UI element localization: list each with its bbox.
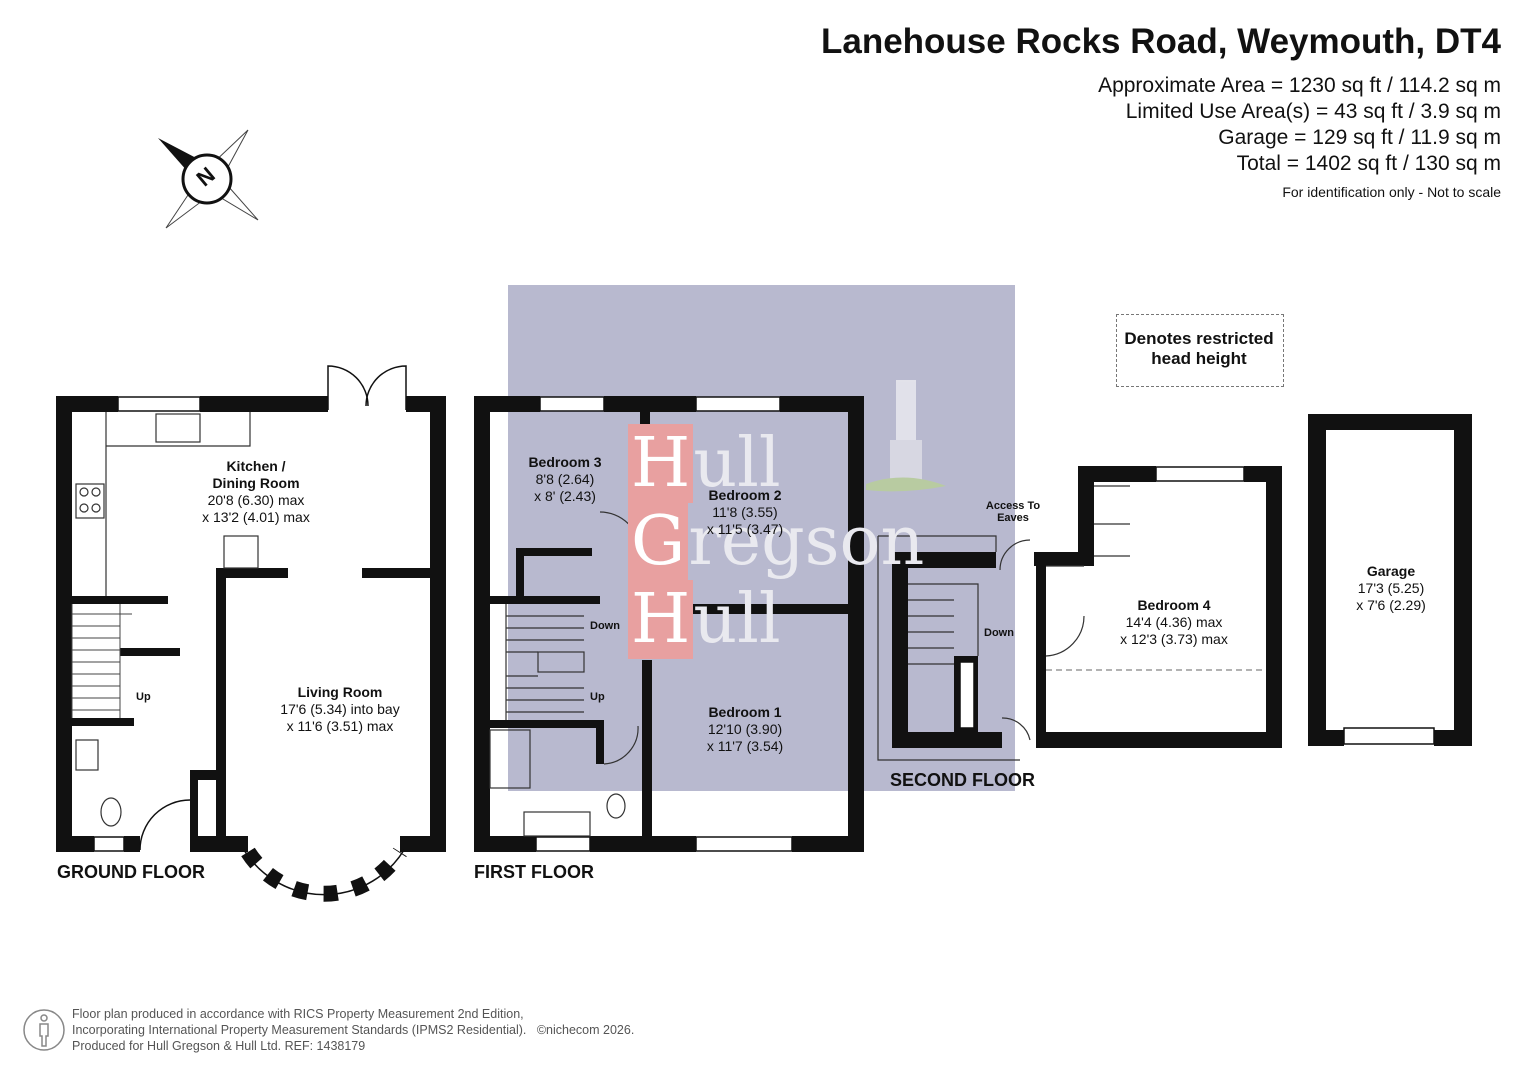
stairs-down-first: Down <box>590 620 620 632</box>
garage-walls <box>1308 414 1472 746</box>
footer-credits: Floor plan produced in accordance with R… <box>72 1007 635 1053</box>
property-title: Lanehouse Rocks Road, Weymouth, DT4 <box>820 22 1501 61</box>
first-floor-label: FIRST FLOOR <box>474 862 594 882</box>
disclaimer-note: For identification only - Not to scale <box>1282 184 1501 200</box>
person-icon <box>23 1009 65 1051</box>
brand-watermark: Hull Gregson Hull <box>628 424 924 659</box>
room-bedroom-1: Bedroom 1 12'10 (3.90) x 11'7 (3.54) <box>706 704 784 754</box>
access-to-eaves-label: Access To Eaves <box>985 500 1041 524</box>
copyright: ©nichecom 2026. <box>536 1023 635 1037</box>
brand-logo-lighthouse <box>866 380 946 492</box>
stairs-up-first: Up <box>590 691 605 703</box>
limited-use-area: Limited Use Area(s) = 43 sq ft / 3.9 sq … <box>1125 100 1501 123</box>
approximate-area: Approximate Area = 1230 sq ft / 114.2 sq… <box>1098 74 1501 97</box>
restricted-area-overlay <box>508 285 1015 791</box>
room-garage: Garage 17'3 (5.25) x 7'6 (2.29) <box>1356 563 1426 613</box>
stairs-down-second: Down <box>984 627 1014 639</box>
bay-window <box>241 847 407 902</box>
total-area: Total = 1402 sq ft / 130 sq m <box>1236 152 1501 175</box>
restricted-height-legend-text: Denotes restricted head height <box>1124 329 1274 368</box>
room-living: Living Room 17'6 (5.34) into bay x 11'6 … <box>280 684 400 734</box>
ground-floor-label: GROUND FLOOR <box>57 862 205 882</box>
compass-rose-icon <box>158 129 259 229</box>
room-kitchen-dining: Kitchen / Dining Room 20'8 (6.30) max x … <box>202 458 310 525</box>
stairs-up-ground: Up <box>136 691 151 703</box>
room-bedroom-4: Bedroom 4 14'4 (4.36) max x 12'3 (3.73) … <box>1120 597 1228 647</box>
garage-door <box>1343 727 1435 745</box>
ground-floor-walls <box>56 396 446 852</box>
restricted-height-legend-box <box>1116 314 1284 387</box>
second-floor-label: SECOND FLOOR <box>890 770 1036 790</box>
garage-area: Garage = 129 sq ft / 11.9 sq m <box>1218 126 1501 149</box>
room-bedroom-3: Bedroom 3 8'8 (2.64) x 8' (2.43) <box>528 454 602 504</box>
room-bedroom-2: Bedroom 2 11'8 (3.55) x 11'5 (3.47) <box>706 487 784 537</box>
